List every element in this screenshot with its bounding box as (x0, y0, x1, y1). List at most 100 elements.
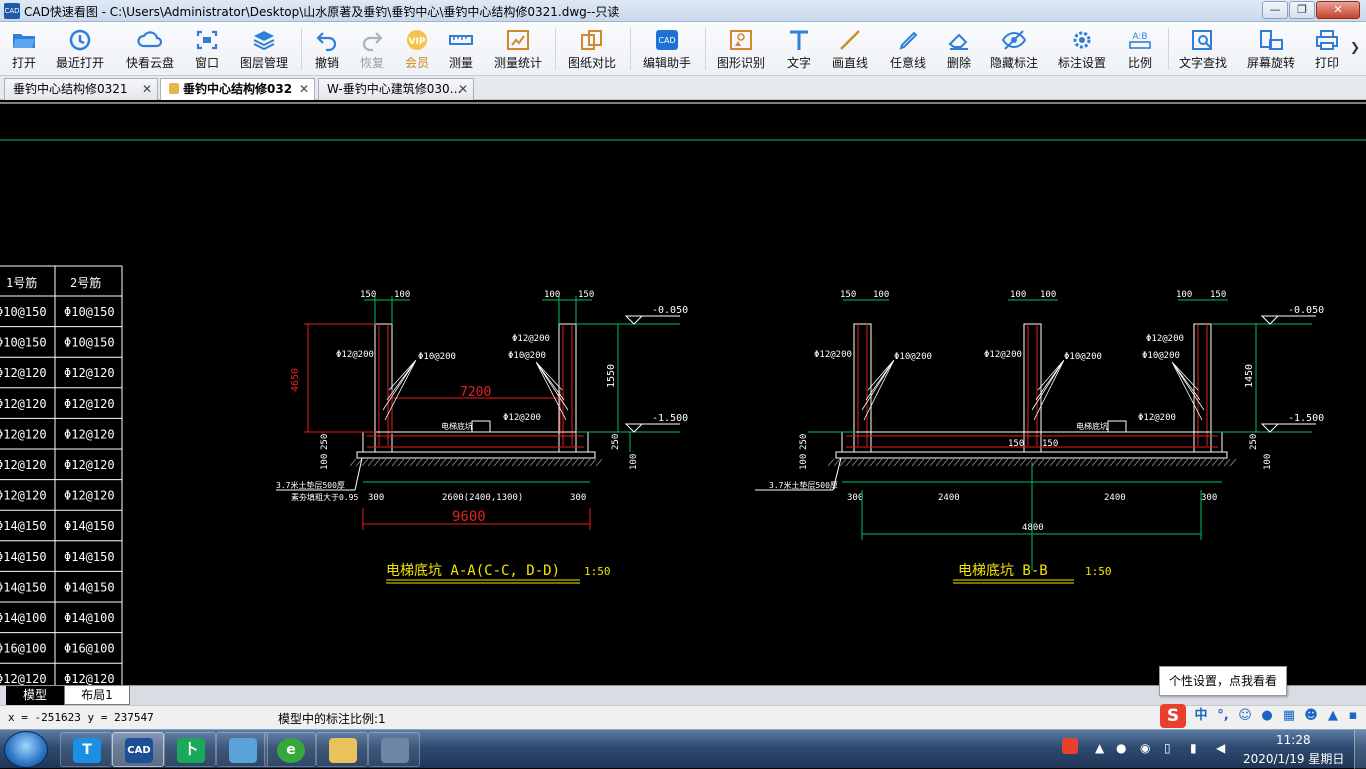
freehand-button[interactable]: 任意线 (884, 24, 932, 74)
show-desktop-button[interactable] (1354, 730, 1366, 769)
delete-button[interactable]: 删除 (940, 24, 978, 74)
table-cell-rebar1: Φ10@150 (0, 336, 47, 350)
cloud-button[interactable]: 快看云盘 (121, 24, 179, 74)
shape-recognize-button[interactable]: 图形识别 (712, 24, 770, 74)
tray-expand-icon[interactable]: ▲ (1095, 741, 1105, 755)
ground-hatch-line (1055, 458, 1063, 467)
dim-250-label: 250 (1249, 434, 1259, 450)
text-button[interactable]: 文字 (780, 24, 818, 74)
open-label: 打开 (11, 56, 36, 70)
clock-time[interactable]: 11:28 (1276, 733, 1311, 747)
phone-icon[interactable]: ▯ (1164, 741, 1171, 755)
rebar-label: Φ12@200 (814, 350, 852, 360)
toolbox-icon[interactable]: ▪ (1348, 708, 1358, 723)
ground-hatch-line (1163, 458, 1171, 467)
print-button[interactable]: 打印 (1308, 24, 1346, 74)
dim-top-label: 100 (873, 290, 889, 300)
edit-assistant-button[interactable]: CAD 编辑助手 (638, 24, 696, 74)
layer-manager-button[interactable]: 图层管理 (236, 24, 292, 74)
ground-hatch-line (577, 458, 585, 467)
measure-stats-button[interactable]: 测量统计 (490, 24, 546, 74)
ground-hatch-line (1031, 458, 1039, 467)
section-a-drawing: 7200 4650 1550 250 250 100 100 -0.050 -1… (276, 290, 688, 584)
hide-annotation-button[interactable]: 隐藏标注 (986, 24, 1042, 74)
vip-button[interactable]: VIP 会员 (398, 24, 436, 74)
taskbar-tim[interactable]: T (60, 732, 112, 767)
ground-hatch-line (415, 458, 423, 467)
taskbar-calculator[interactable] (368, 732, 420, 767)
scale-button[interactable]: A:B 比例 (1121, 24, 1159, 74)
ime-lang-toggle[interactable]: 中 (1194, 708, 1208, 723)
open-button[interactable]: 打开 (4, 24, 44, 74)
ground-hatch-line (571, 458, 579, 467)
microphone-icon[interactable]: ● (1261, 708, 1273, 723)
ground-hatch-line (1193, 458, 1201, 467)
tab-close-icon[interactable]: ✕ (457, 82, 468, 96)
line-icon (840, 30, 860, 50)
ground-hatch-line (1217, 458, 1225, 467)
ground-hatch-line (1097, 458, 1105, 467)
draw-line-button[interactable]: 画直线 (826, 24, 874, 74)
ground-hatch-line (433, 458, 441, 467)
status-bar: x = -251623 y = 237547 模型中的标注比例:1 (0, 705, 1366, 729)
qq-icon[interactable]: ● (1116, 741, 1127, 755)
taskbar-explorer[interactable] (316, 732, 368, 767)
wechat-icon[interactable]: ◉ (1140, 741, 1151, 755)
minimize-button[interactable]: — (1262, 1, 1288, 19)
redo-button[interactable]: 恢复 (353, 24, 391, 74)
table-cell-rebar1: Φ14@100 (0, 611, 47, 625)
tab-close-icon[interactable]: ✕ (298, 82, 309, 96)
ground-hatch-line (1001, 458, 1009, 467)
maximize-button[interactable]: ❐ (1289, 1, 1315, 19)
compare-button[interactable]: 图纸对比 (564, 24, 620, 74)
keyboard-icon[interactable]: ▦ (1282, 708, 1296, 723)
ground-hatch-line (349, 458, 357, 467)
tab-model[interactable]: 模型 (6, 686, 64, 705)
annotation-settings-button[interactable]: 标注设置 (1053, 24, 1111, 74)
section-a-scale: 1:50 (584, 565, 611, 578)
table-cell-rebar1: Φ12@120 (0, 458, 47, 472)
dim-top-label: 150 (578, 290, 594, 300)
text-search-button[interactable]: 文字查找 (1175, 24, 1231, 74)
undo-button[interactable]: 撤销 (308, 24, 346, 74)
recent-button[interactable]: 最近打开 (52, 24, 108, 74)
tab-layout1[interactable]: 布局1 (64, 686, 130, 705)
ruler-icon (449, 35, 473, 45)
measure-button[interactable]: 测量 (442, 24, 480, 74)
scale-icon: A:B (1129, 32, 1151, 49)
emoji-icon[interactable]: ☺ (1238, 708, 1252, 723)
user-icon[interactable]: ☻ (1304, 708, 1318, 723)
tab-doc-1[interactable]: 垂钓中心结构修0321 ✕ (4, 78, 158, 100)
start-button[interactable] (4, 731, 48, 768)
dim-bottom-label: 2600(2400,1300) (442, 493, 523, 503)
taskbar-green-app[interactable]: 卜 (164, 732, 216, 767)
sogou-tray-icon[interactable] (1062, 738, 1078, 754)
eraser-icon (948, 33, 968, 50)
close-button[interactable]: ✕ (1316, 1, 1360, 19)
taskbar-notes[interactable] (216, 732, 268, 767)
base-note-label: 素夯填粗大于0.95 (291, 492, 358, 502)
volume-icon[interactable]: ◀ (1216, 741, 1226, 755)
tab-close-icon[interactable]: ✕ (141, 82, 152, 96)
sogou-icon[interactable]: S (1160, 704, 1186, 728)
window-button[interactable]: 窗口 (188, 24, 226, 74)
tab-doc-2[interactable]: 垂钓中心结构修032 ✕ (160, 78, 315, 100)
ground-hatch-line (397, 458, 405, 467)
toolbar-separator (555, 28, 556, 70)
ground-hatch-line (857, 458, 865, 467)
network-icon[interactable]: ▮ (1190, 741, 1197, 755)
toolbar-separator (1168, 28, 1169, 70)
app-icon: CAD (4, 3, 20, 19)
clock-date[interactable]: 2020/1/19 星期日 (1243, 752, 1345, 766)
tab-doc-3[interactable]: W-垂钓中心建筑修030… ✕ (318, 78, 474, 100)
skin-icon[interactable]: ▲ (1328, 708, 1338, 723)
table-cell-rebar2: Φ14@150 (64, 550, 115, 564)
taskbar-360[interactable]: e (264, 732, 316, 767)
table-cell-rebar2: Φ12@120 (64, 366, 115, 380)
toolbar-more-button[interactable]: ❯ (1350, 40, 1361, 54)
rotate-screen-button[interactable]: 屏幕旋转 (1242, 24, 1300, 74)
ime-punct-toggle[interactable]: °, (1217, 708, 1229, 723)
taskbar-cad[interactable]: CAD (112, 732, 164, 767)
